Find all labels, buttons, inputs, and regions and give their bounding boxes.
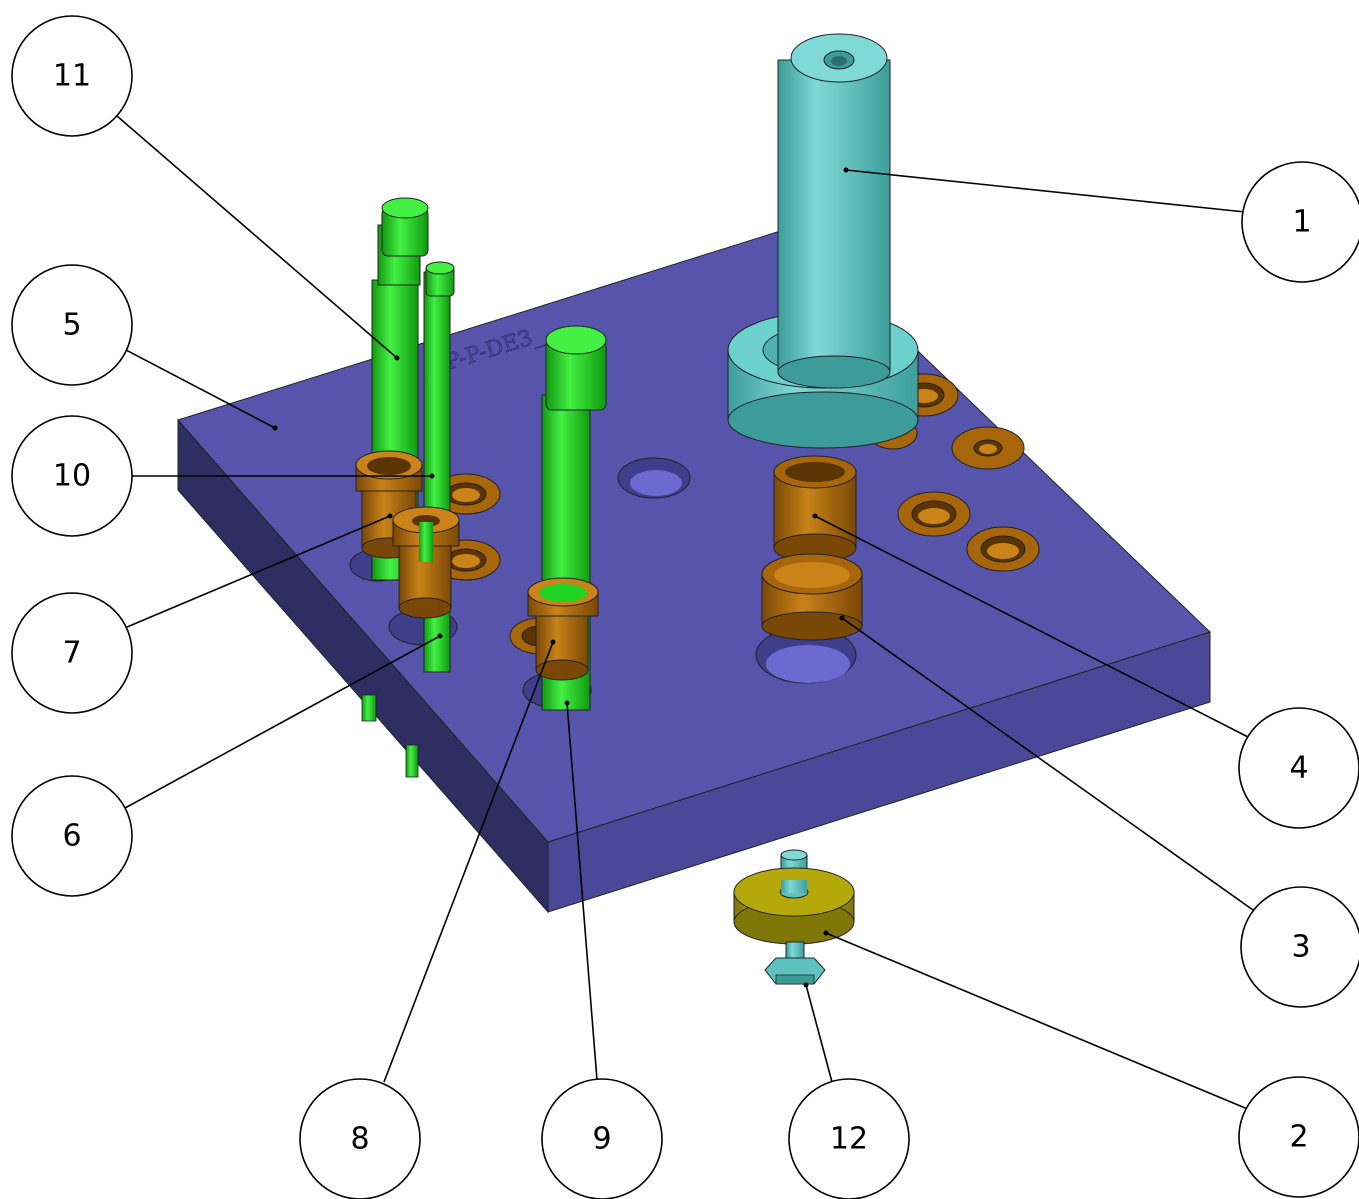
small-bushing	[897, 491, 971, 537]
leader-2	[825, 932, 1251, 1111]
small-bushing	[951, 426, 1025, 470]
leader-9	[566, 702, 598, 1081]
balloon-11: 11	[11, 15, 133, 137]
shaft-1	[727, 33, 919, 449]
balloon-7: 7	[11, 592, 133, 714]
bushing-4	[773, 455, 857, 563]
pin-stub	[405, 744, 419, 778]
leader-8	[383, 641, 554, 1083]
nut-12	[764, 941, 826, 985]
balloon-label: 5	[62, 308, 81, 343]
balloon-2: 2	[1238, 1076, 1359, 1198]
leader-12	[805, 984, 833, 1083]
balloon-9: 9	[541, 1078, 663, 1199]
balloon-10: 10	[11, 415, 133, 537]
balloon-label: 12	[830, 1122, 868, 1157]
leader-4	[814, 515, 1251, 739]
bushing-6	[392, 506, 460, 619]
balloon-label: 3	[1291, 930, 1310, 965]
bushing-3	[761, 553, 863, 641]
leader-7	[126, 515, 391, 628]
balloon-3: 3	[1240, 886, 1359, 1008]
balloon-1: 1	[1241, 161, 1359, 283]
leader-3	[841, 617, 1254, 911]
balloon-6: 6	[11, 775, 133, 897]
balloon-4: 4	[1238, 707, 1359, 829]
leader-dots	[272, 167, 849, 988]
hole	[630, 470, 682, 496]
balloon-12: 12	[788, 1078, 910, 1199]
leader-6	[124, 635, 441, 809]
leader-lines	[116, 115, 1254, 1111]
balloon-label: 10	[53, 459, 91, 494]
balloon-label: 4	[1289, 751, 1308, 786]
balloon-label: 11	[53, 59, 91, 94]
leader-5	[125, 349, 276, 429]
small-bushing	[966, 526, 1040, 572]
leader-1	[845, 169, 1246, 213]
disc-2	[733, 849, 855, 945]
pin-stub	[361, 694, 377, 722]
base-plate: P-P-DE3_	[177, 227, 1211, 914]
balloon-8: 8	[299, 1078, 421, 1199]
balloon-5: 5	[11, 264, 133, 386]
balloon-label: 2	[1289, 1120, 1308, 1155]
bushing-8	[527, 577, 599, 681]
hole	[766, 645, 850, 683]
balloon-label: 7	[62, 636, 81, 671]
balloon-label: 6	[62, 819, 81, 854]
balloon-label: 9	[592, 1122, 611, 1157]
balloon-label: 1	[1292, 205, 1311, 240]
leader-11	[116, 115, 398, 359]
balloon-label: 8	[350, 1122, 369, 1157]
